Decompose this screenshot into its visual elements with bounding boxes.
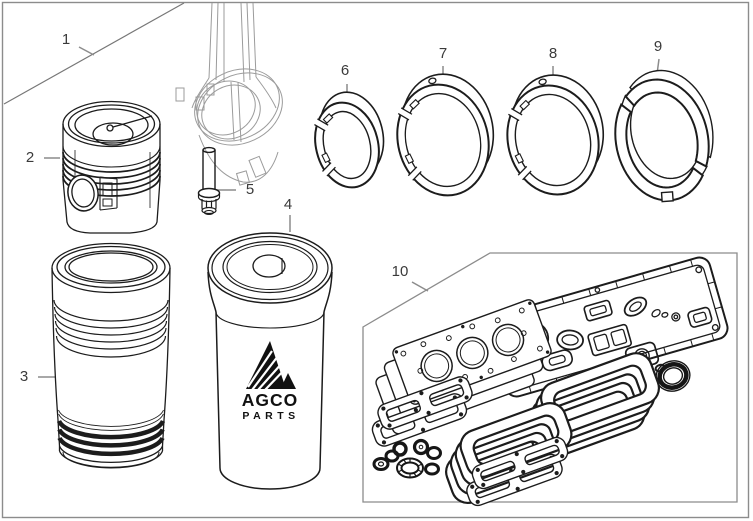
cylinder-liner-drawing (51, 242, 171, 469)
rod-bolt-drawing (197, 146, 221, 216)
callout-5[interactable]: 5 (245, 181, 255, 198)
callout-2[interactable]: 2 (25, 149, 35, 166)
logo-text-agco: AGCO (242, 390, 299, 410)
agco-parts-logo: AGCO PARTS (242, 341, 299, 422)
callout-leader-lines (38, 46, 660, 378)
callout-4[interactable]: 4 (283, 196, 293, 213)
callout-1[interactable]: 1 (61, 31, 71, 48)
connecting-rod-drawing (175, 2, 283, 186)
callout-8[interactable]: 8 (548, 45, 558, 62)
main-bearing-shell-7-drawing (395, 73, 495, 197)
callout-7[interactable]: 7 (438, 45, 448, 62)
main-bearing-shell-8-drawing (505, 74, 605, 196)
callout-9[interactable]: 9 (653, 38, 663, 55)
seal-grommet-cluster (372, 438, 442, 479)
rod-bearing-shell-6-drawing (311, 91, 385, 189)
gasket-kit-drawing (371, 256, 729, 507)
callout-6[interactable]: 6 (340, 62, 350, 79)
gasket-kit-panel-border (362, 252, 738, 503)
assembly-divider-line (3, 2, 185, 105)
piston-drawing (62, 100, 161, 234)
thrust-washer-set-drawing (614, 69, 714, 203)
manifold-gasket-pair-b (466, 436, 569, 507)
oil-filter-drawing: AGCO PARTS (207, 232, 333, 490)
logo-text-parts: PARTS (242, 410, 299, 422)
callout-3[interactable]: 3 (19, 368, 29, 385)
callout-10[interactable]: 10 (391, 263, 409, 280)
manifold-gasket-pair-a (371, 376, 473, 447)
